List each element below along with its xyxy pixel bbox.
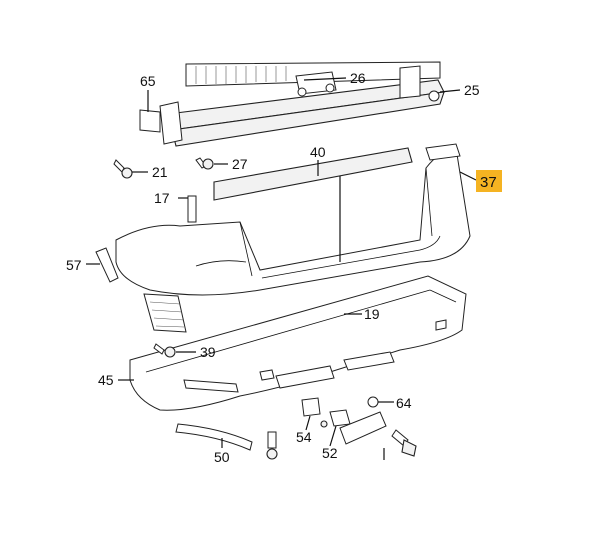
part-labels: 65 26 25 21 27 40 37 17 57 19 39 45 64 5… — [66, 70, 502, 465]
lower-trim-strip[interactable] — [175, 423, 253, 451]
label-17: 17 — [154, 190, 170, 206]
bolt-54-lower[interactable] — [266, 431, 278, 460]
lower-bumper[interactable] — [129, 275, 467, 411]
reflector-left[interactable] — [95, 247, 119, 283]
screw-64[interactable] — [367, 396, 379, 408]
label-37[interactable]: 37 — [480, 174, 497, 191]
label-39: 39 — [200, 344, 216, 360]
tow-eye-bolt[interactable] — [391, 429, 417, 457]
label-40: 40 — [310, 144, 326, 160]
center-bracket[interactable] — [295, 71, 337, 97]
label-25: 25 — [464, 82, 480, 98]
highlight-37 — [476, 170, 502, 192]
bumper-reinforcement-bar[interactable] — [159, 61, 445, 147]
leader-lines — [86, 77, 477, 460]
bumper-cover-upper[interactable] — [115, 143, 471, 296]
tow-eye-cover[interactable] — [301, 397, 387, 445]
trim-strip[interactable] — [213, 147, 413, 201]
label-26: 26 — [350, 70, 366, 86]
label-27: 27 — [232, 156, 248, 172]
mounting-plate[interactable] — [139, 109, 161, 133]
bolt-21[interactable] — [113, 159, 133, 179]
label-21: 21 — [152, 164, 168, 180]
label-50: 50 — [214, 449, 230, 465]
label-57: 57 — [66, 257, 82, 273]
label-45: 45 — [98, 372, 114, 388]
label-64: 64 — [396, 395, 412, 411]
bolt-27[interactable] — [195, 157, 214, 170]
label-19: 19 — [364, 306, 380, 322]
vent-grille[interactable] — [143, 293, 187, 333]
clip-17[interactable] — [187, 195, 197, 223]
bolt-39[interactable] — [153, 343, 176, 358]
label-54: 54 — [296, 429, 312, 445]
label-52: 52 — [322, 445, 338, 461]
label-65: 65 — [140, 73, 156, 89]
